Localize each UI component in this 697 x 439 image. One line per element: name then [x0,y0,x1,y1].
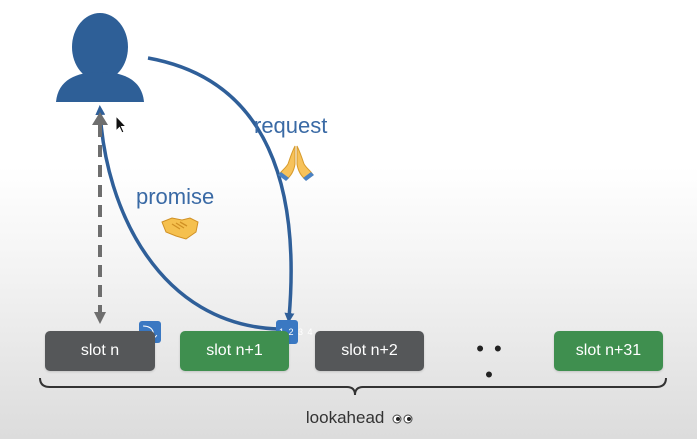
promise-arrow [95,105,279,331]
slot-n-plus-1: slot n+1 [180,331,289,371]
dashed-arrow-head-top [92,112,108,125]
lookahead-label: lookahead [305,408,385,427]
user-icon [56,13,144,102]
request-arrow [147,56,295,323]
lookahead-label-row: lookahead [290,408,430,428]
ellipsis: • • • [476,336,504,387]
slot-label: slot n+31 [575,342,642,359]
slot-label: slot n [80,342,120,359]
slot-n: slot n [45,331,155,371]
eyes-icon [392,414,413,424]
slot-label: slot n+2 [341,342,398,359]
slot-n-plus-2: slot n+2 [315,331,424,371]
handshake-icon [161,217,199,240]
mouse-pointer-icon [115,114,128,134]
folded-hands-icon [278,145,314,181]
request-label: request [254,113,328,138]
lookahead-brace [39,377,667,396]
promise-label: promise [136,184,215,209]
slot-label: slot n+1 [206,342,263,359]
slot-n-plus-31: slot n+31 [554,331,663,371]
